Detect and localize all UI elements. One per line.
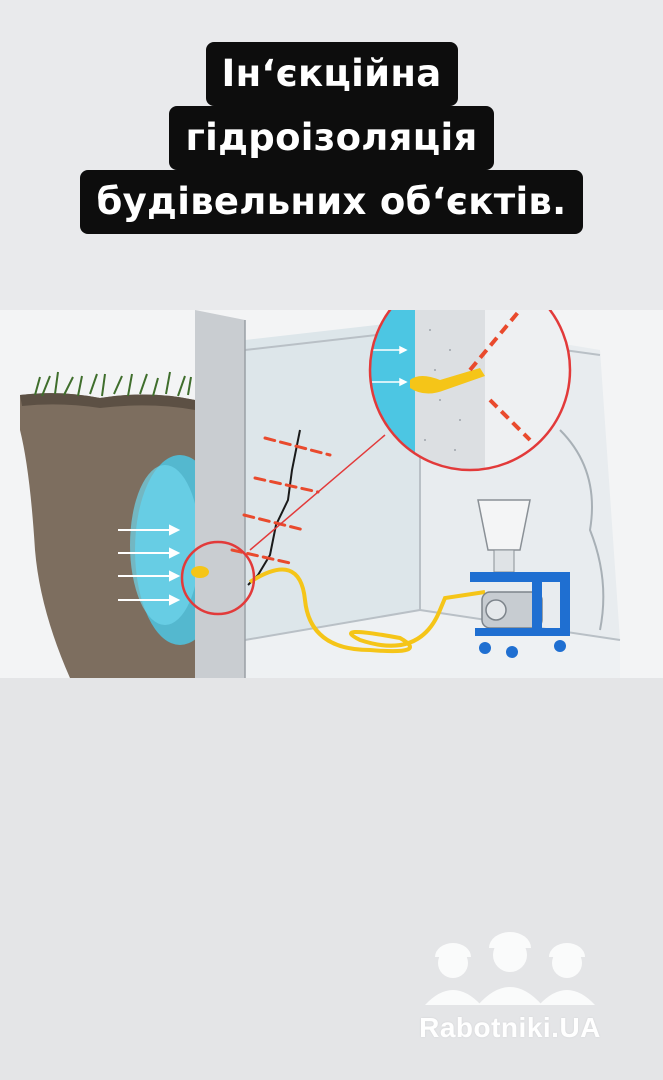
- magnifier-circle-icon: [368, 310, 572, 472]
- title-line-1: Ін‘єкційна: [205, 42, 458, 106]
- hose-icon: [248, 567, 486, 654]
- water-arrow-icon: [118, 524, 181, 606]
- workers-helmet-icon: [425, 932, 595, 1005]
- injection-waterproofing-illustration: [0, 310, 663, 678]
- bottom-background: [0, 678, 663, 1080]
- magnifier-circle-icon: [180, 540, 256, 616]
- watermark-text: Rabotniki.UA: [419, 1012, 601, 1043]
- title-line-3: будівельних об‘єктів.: [80, 170, 583, 234]
- grass-icon: [34, 371, 192, 397]
- story-title: Ін‘єкційна гідроізоляція будівельних об‘…: [0, 42, 663, 234]
- injection-pump-icon: [470, 499, 570, 658]
- title-line-2: гідроізоляція: [169, 106, 494, 170]
- concrete-wall: [195, 310, 245, 678]
